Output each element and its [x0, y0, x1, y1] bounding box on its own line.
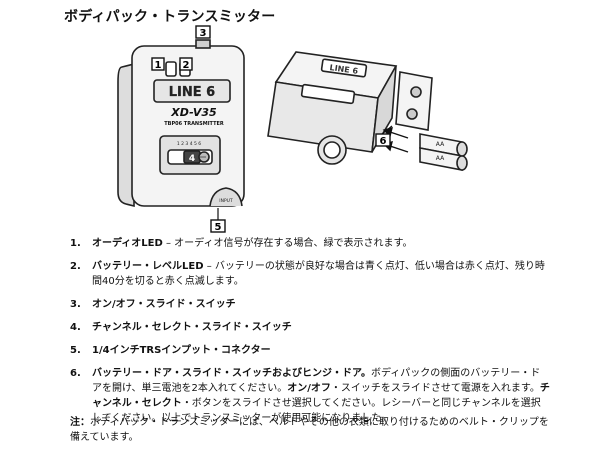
- list-item-term: バッテリー・ドア・スライド・スイッチおよびヒンジ・ドア。: [92, 368, 371, 379]
- battery-label-2: AA: [436, 155, 445, 162]
- list-item-text: ・スイッチをスライドさせて電源を入れます。: [330, 383, 540, 394]
- note-text: ボディパック・トランスミッターには、ベルトやその他の衣類に取り付けるためのベルト…: [70, 417, 549, 443]
- list-item-text: ボディパックの側面のバッテリー・ドアを開け、単三電池を2本入れてください。: [92, 368, 541, 394]
- list-item-number: 2.: [70, 261, 81, 272]
- list-item-text: – バッテリーの状態が良好な場合は青く点灯、低い場合は赤く点灯、残り時間40分を…: [92, 261, 545, 287]
- list-item-term: バッテリー・レベルLED: [92, 261, 204, 272]
- callout-2: 2: [179, 57, 193, 71]
- list-item: 4. チャンネル・セレクト・スライド・スイッチ: [70, 320, 550, 335]
- side-brand: LINE 6: [329, 63, 359, 76]
- svg-text:5: 5: [215, 222, 222, 233]
- callout-1: 1: [151, 57, 165, 71]
- list-item: 3. オン/オフ・スライド・スイッチ: [70, 297, 550, 312]
- device-model: XD-V35: [170, 106, 217, 119]
- list-item-term: チャンネル・セレクト: [92, 383, 550, 409]
- device-subtitle: TBP06 TRANSMITTER: [164, 121, 224, 127]
- callout-6: 6: [375, 125, 393, 147]
- channel-selected: 4: [189, 154, 195, 164]
- list-item-number: 4.: [70, 322, 81, 333]
- battery-label-1: AA: [436, 141, 445, 148]
- list-item-term: オン/オフ: [287, 383, 331, 394]
- list-item: 1. オーディオLED – オーディオ信号が存在する場合、緑で表示されます。: [70, 236, 550, 251]
- svg-text:6: 6: [380, 136, 387, 147]
- list-item-term: オーディオLED: [92, 238, 163, 249]
- svg-text:2: 2: [183, 60, 190, 71]
- list-item-number: 3.: [70, 299, 81, 310]
- list-item-number: 6.: [70, 368, 81, 379]
- note-label: 注：: [70, 417, 90, 428]
- input-label: INPUT: [219, 198, 233, 204]
- list-item-term: オン/オフ・スライド・スイッチ: [92, 299, 236, 310]
- list-item-term: 1/4インチTRSインプット・コネクター: [92, 345, 271, 356]
- callout-5: 5: [210, 208, 226, 233]
- list-item: 6. バッテリー・ドア・スライド・スイッチおよびヒンジ・ドア。ボディパックの側面の…: [70, 366, 550, 426]
- svg-text:3: 3: [200, 28, 207, 39]
- list-item-text: ・ボタンをスライドさせ選択してください。レシーバーと同じチャンネルを選択してくだ…: [92, 398, 541, 424]
- list-item-number: 1.: [70, 238, 81, 249]
- channel-numbers: 1 2 3 4 5 6: [177, 141, 201, 147]
- list-item: 2. バッテリー・レベルLED – バッテリーの状態が良好な場合は青く点灯、低い場…: [70, 259, 550, 289]
- list-item-number: 5.: [70, 345, 81, 356]
- transmitter-illustration: LINE 6 XD-V35 TBP06 TRANSMITTER 1 2 3 4 …: [117, 25, 468, 233]
- device-brand: LINE 6: [169, 85, 215, 100]
- callout-3: 3: [195, 25, 211, 39]
- feature-list: 1. オーディオLED – オーディオ信号が存在する場合、緑で表示されます。 2. バ…: [70, 236, 550, 434]
- list-item-text: – オーディオ信号が存在する場合、緑で表示されます。: [162, 238, 413, 249]
- page-title: ボディパック・トランスミッター: [64, 9, 276, 25]
- svg-text:1: 1: [155, 60, 162, 71]
- note: 注：ボディパック・トランスミッターには、ベルトやその他の衣類に取り付けるためのベ…: [70, 415, 550, 445]
- list-item-term: チャンネル・セレクト・スライド・スイッチ: [92, 322, 292, 333]
- transmitter-side-view: [267, 51, 468, 171]
- list-item: 5. 1/4インチTRSインプット・コネクター: [70, 343, 550, 358]
